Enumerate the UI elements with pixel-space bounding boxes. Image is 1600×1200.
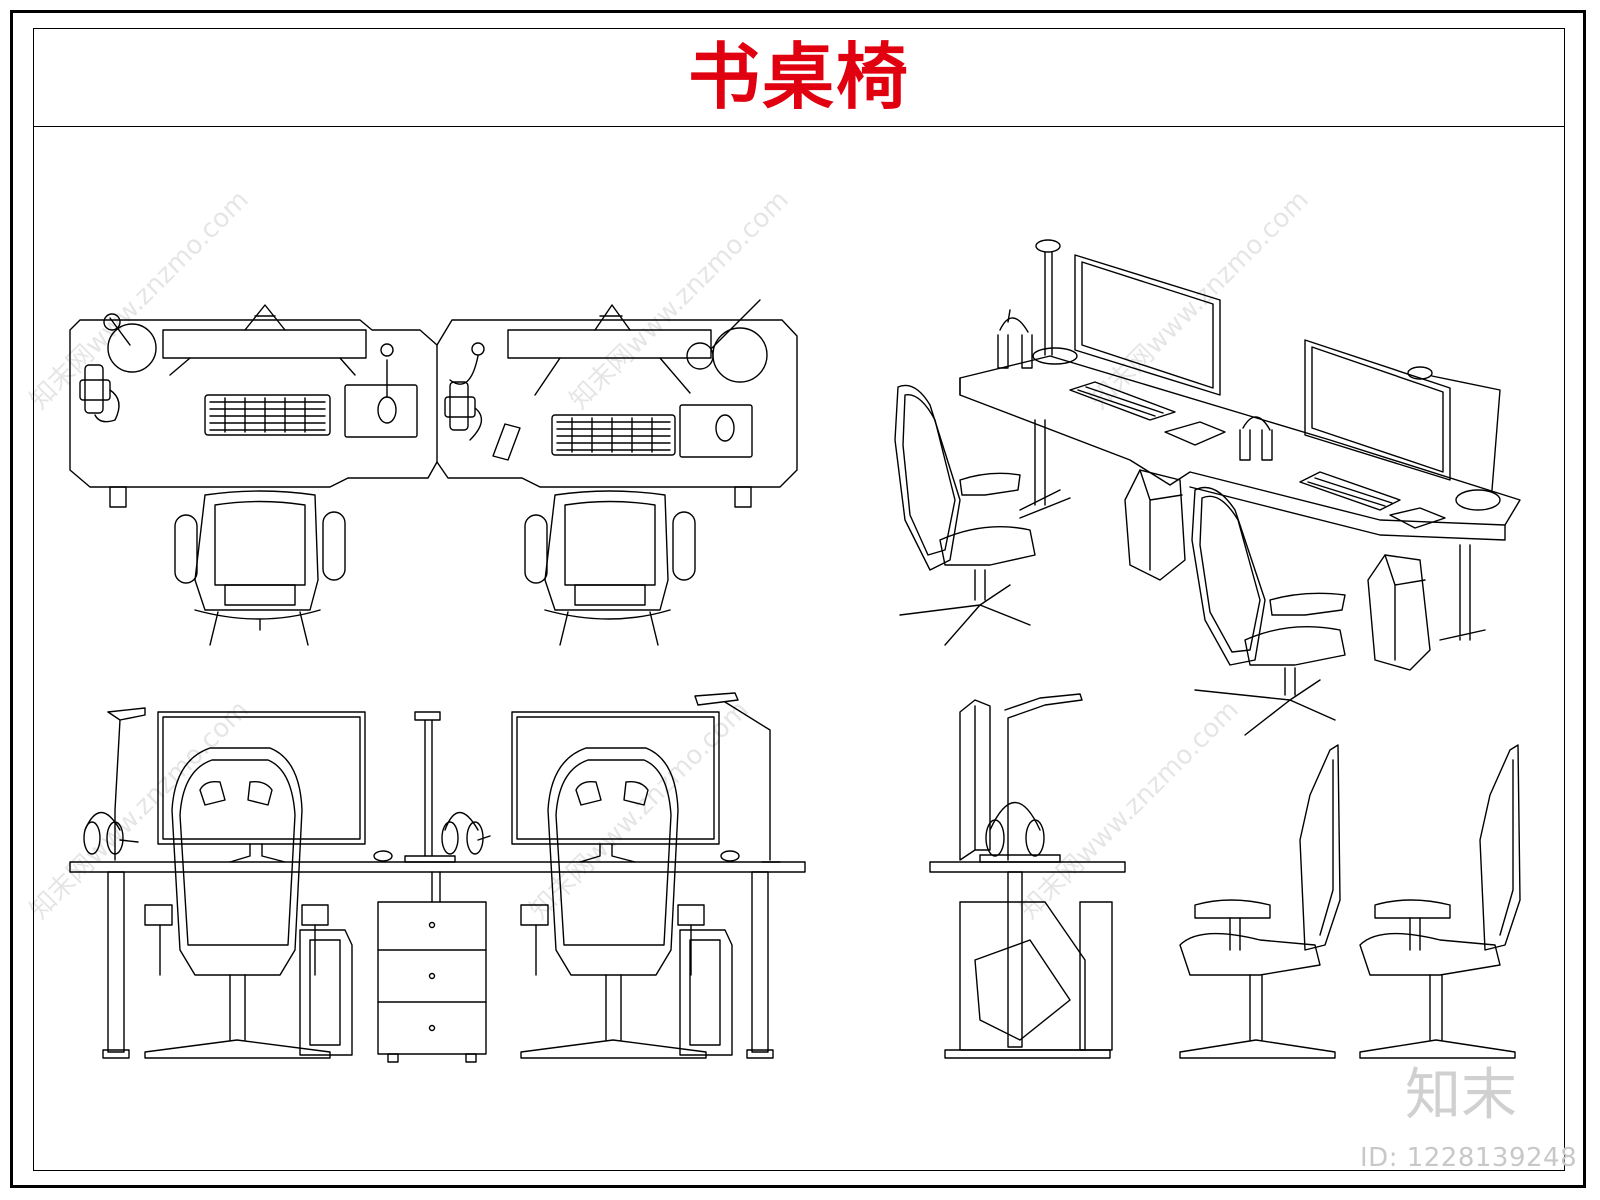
plan-desk-left	[69, 319, 438, 488]
iso-view	[894, 239, 1521, 736]
plan-mousepad-left	[344, 384, 418, 438]
plan-monitor-left	[162, 329, 367, 359]
plan-headphones	[449, 381, 469, 431]
front-desk-top	[69, 861, 806, 873]
front-lamp-center	[414, 711, 441, 857]
title-bar: 书桌椅	[34, 29, 1564, 127]
plan-mousepad-right	[679, 404, 753, 458]
iso-keyboard-1	[1069, 381, 1176, 421]
iso-desk-top	[959, 355, 1521, 526]
iso-lamp-head	[1407, 366, 1433, 380]
iso-monitor-2	[1304, 339, 1451, 481]
plan-chair-left	[174, 490, 346, 646]
sheet-title: 书桌椅	[687, 34, 910, 119]
plan-lamp-base	[107, 323, 157, 373]
side-chair-1	[1179, 744, 1341, 1059]
iso-pc-tower-1	[1124, 469, 1186, 581]
front-drawer-unit	[377, 901, 487, 1055]
side-monitor	[959, 699, 991, 861]
drawing-sheet-frame: 书桌椅	[10, 10, 1586, 1188]
plan-desk-right	[436, 319, 798, 488]
iso-pc-tower-2	[1367, 554, 1431, 671]
iso-chair-1	[894, 384, 1036, 646]
plan-phone	[492, 423, 521, 461]
front-headphones-center	[444, 811, 479, 831]
front-lamp-left	[107, 707, 146, 861]
side-pc-tower	[959, 901, 1086, 1051]
iso-keyboard-2	[1299, 471, 1401, 511]
front-pc-tower-left	[299, 929, 353, 1056]
plan-leg	[109, 486, 127, 508]
front-lamp-right	[694, 692, 781, 863]
iso-lamp-top	[1035, 239, 1061, 253]
drawing-inner-frame: 书桌椅	[33, 28, 1565, 1171]
side-headphones	[989, 801, 1041, 831]
iso-headphones-2	[1239, 416, 1273, 461]
plan-mouse	[715, 414, 735, 442]
plan-view-desks	[69, 299, 798, 508]
plan-lamp-base	[712, 327, 768, 383]
plan-leg	[734, 486, 752, 508]
plan-keyboard-left	[204, 394, 331, 436]
side-lamp	[1004, 693, 1083, 861]
side-chair-2	[1359, 744, 1521, 1059]
iso-headphones-1	[997, 317, 1033, 369]
brand-watermark: 知末	[1405, 1063, 1517, 1128]
front-pc-tower-right	[679, 929, 733, 1056]
iso-chair-2	[1191, 486, 1346, 736]
plan-headphones	[84, 364, 104, 414]
front-chair-right	[520, 747, 707, 1059]
side-drawer-unit	[1079, 901, 1113, 1051]
front-monitor-right	[511, 711, 720, 845]
front-chair-left	[144, 747, 331, 1059]
side-elevation	[929, 693, 1521, 1059]
plan-keyboard-right	[551, 414, 676, 456]
front-elevation	[69, 692, 806, 1063]
plan-monitor-right	[507, 329, 712, 359]
plan-mouse	[377, 396, 397, 424]
iso-monitor-1	[1074, 254, 1221, 396]
plan-chair-right	[524, 490, 696, 646]
asset-id-label: ID: 1228139248	[1360, 1143, 1578, 1173]
